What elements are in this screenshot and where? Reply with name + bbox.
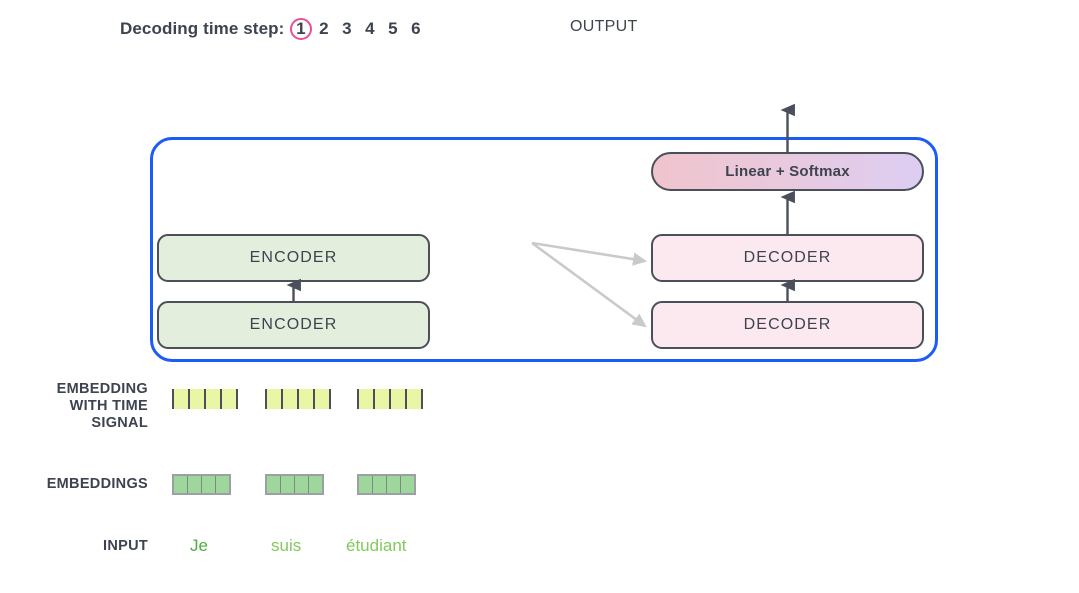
embedding-cell	[174, 476, 188, 493]
input-token-0: Je	[190, 536, 208, 555]
embedding-cell	[295, 476, 309, 493]
decoder-block-bottom[interactable]: DECODER	[651, 301, 924, 349]
time-cell	[313, 389, 331, 409]
time-cell	[204, 389, 220, 409]
embedding-cell	[267, 476, 281, 493]
embedding-cell	[309, 476, 322, 493]
time-cell	[172, 389, 188, 409]
embedding-cells-token-0	[172, 474, 231, 495]
timestep-5[interactable]: 5	[388, 19, 398, 38]
embedding-cell	[373, 476, 387, 493]
label-line-1: EMBEDDING	[56, 381, 148, 397]
time-cell	[405, 389, 423, 409]
time-signal-cells-token-1	[265, 389, 331, 409]
timestep-numbers: 1 2 3 4 5 6	[289, 18, 427, 40]
timestep-6[interactable]: 6	[411, 19, 421, 38]
timestep-2[interactable]: 2	[319, 19, 329, 38]
time-cell	[357, 389, 373, 409]
output-label: OUTPUT	[570, 18, 638, 35]
embedding-cells-token-2	[357, 474, 416, 495]
timestep-4[interactable]: 4	[365, 19, 375, 38]
embedding-cell	[216, 476, 229, 493]
embedding-cell	[401, 476, 414, 493]
embeddings-label: EMBEDDINGS	[46, 476, 148, 492]
time-cell	[281, 389, 297, 409]
time-cell	[373, 389, 389, 409]
timestep-1[interactable]: 1	[289, 18, 312, 40]
embedding-with-time-signal-label: EMBEDDING WITH TIME SIGNAL	[0, 381, 148, 432]
embedding-cell	[281, 476, 295, 493]
linear-softmax-block[interactable]: Linear + Softmax	[651, 152, 924, 191]
transformer-container	[150, 137, 938, 362]
embedding-cell	[202, 476, 216, 493]
decoding-timestep-row: Decoding time step: 1 2 3 4 5 6	[120, 14, 427, 44]
embedding-cell	[188, 476, 202, 493]
time-cell	[220, 389, 238, 409]
input-token-2: étudiant	[346, 536, 407, 555]
decoder-block-top[interactable]: DECODER	[651, 234, 924, 282]
label-line-2: WITH TIME	[69, 398, 148, 414]
time-cell	[188, 389, 204, 409]
decoding-timestep-label: Decoding time step:	[120, 19, 285, 38]
time-signal-cells-token-0	[172, 389, 238, 409]
encoder-block-bottom[interactable]: ENCODER	[157, 301, 430, 349]
input-label: INPUT	[103, 538, 148, 554]
input-token-1: suis	[271, 536, 302, 555]
time-cell	[297, 389, 313, 409]
label-line-3: SIGNAL	[91, 415, 148, 431]
embedding-cells-token-1	[265, 474, 324, 495]
time-cell	[389, 389, 405, 409]
timestep-3[interactable]: 3	[342, 19, 352, 38]
time-cell	[265, 389, 281, 409]
embedding-cell	[387, 476, 401, 493]
embedding-cell	[359, 476, 373, 493]
time-signal-cells-token-2	[357, 389, 423, 409]
encoder-block-top[interactable]: ENCODER	[157, 234, 430, 282]
